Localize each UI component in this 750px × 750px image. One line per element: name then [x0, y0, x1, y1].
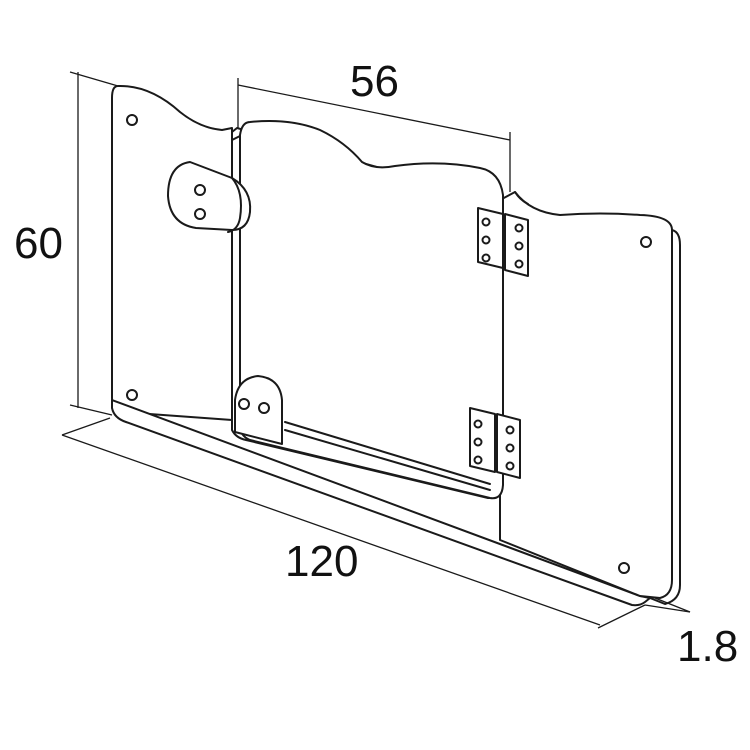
hinge-top: [477, 207, 529, 277]
height-dimension-label: 60: [14, 219, 63, 268]
thickness-dimension-label: 1.8: [677, 622, 739, 671]
dimension-lines: [61, 71, 691, 629]
magnet-catch-top: [167, 161, 252, 233]
hinge-bottom: [469, 407, 521, 479]
door-width-dimension-label: 56: [350, 57, 399, 106]
magnet-catch-bottom: [234, 375, 283, 445]
door-panel: [231, 120, 504, 500]
total-width-dimension-label: 120: [285, 537, 359, 586]
